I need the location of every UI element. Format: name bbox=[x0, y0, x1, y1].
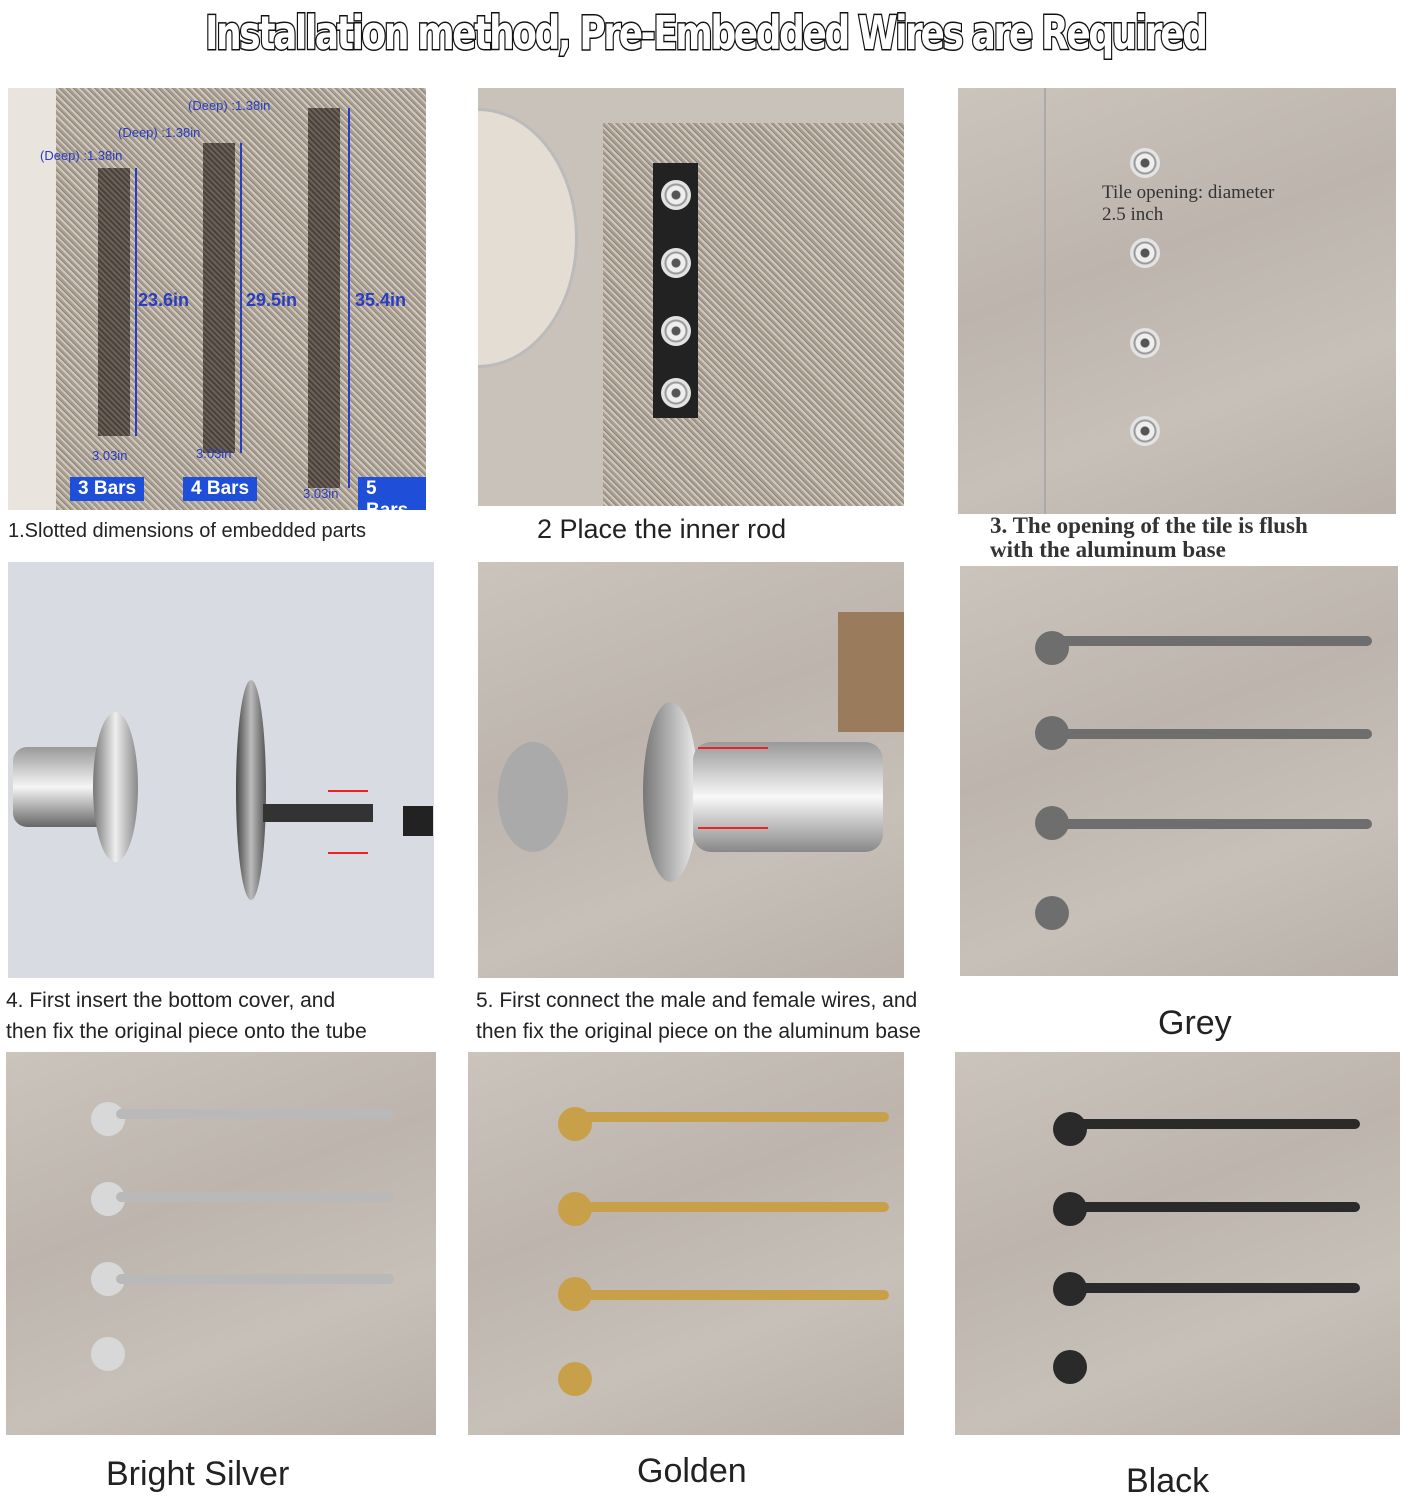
step3-image: Tile opening: diameter 2.5 inch bbox=[958, 88, 1396, 514]
color-label-golden: Golden bbox=[637, 1452, 747, 1490]
step1-image: (Deep) :1.38in (Deep) :1.38in (Deep) :1.… bbox=[8, 88, 426, 510]
step4-caption-line: then fix the original piece onto the tub… bbox=[6, 1020, 367, 1043]
color-label-grey: Grey bbox=[1158, 1004, 1232, 1042]
step5-caption: 5. First connect the male and female wir… bbox=[476, 985, 921, 1047]
step4-image bbox=[8, 562, 434, 978]
width-label: 3.03in bbox=[303, 486, 339, 501]
step4-caption-line: 4. First insert the bottom cover, and bbox=[6, 989, 336, 1012]
badge-5-bars: 5 Bars bbox=[358, 477, 426, 510]
length-label: 29.5in bbox=[246, 290, 298, 310]
step4-caption: 4. First insert the bottom cover, and th… bbox=[6, 985, 367, 1047]
step3-caption-line: with the aluminum base bbox=[990, 537, 1226, 562]
badge-4-bars: 4 Bars bbox=[183, 477, 258, 501]
step5-caption-line: 5. First connect the male and female wir… bbox=[476, 989, 918, 1012]
length-label: 35.4in bbox=[355, 290, 407, 310]
tile-opening-annotation: 2.5 inch bbox=[1102, 204, 1164, 225]
step3-caption: 3. The opening of the tile is flush with… bbox=[990, 514, 1308, 562]
grey-variant-image bbox=[960, 566, 1398, 976]
deep-label: (Deep) :1.38in bbox=[188, 98, 271, 113]
golden-variant-image bbox=[468, 1052, 904, 1435]
width-label: 3.03in bbox=[92, 448, 128, 463]
step5-caption-line: then fix the original piece on the alumi… bbox=[476, 1020, 921, 1043]
deep-label: (Deep) :1.38in bbox=[40, 148, 123, 163]
deep-label: (Deep) :1.38in bbox=[118, 125, 201, 140]
width-label: 3.03in bbox=[196, 446, 232, 461]
black-variant-image bbox=[955, 1052, 1400, 1435]
silver-variant-image bbox=[6, 1052, 436, 1435]
color-label-black: Black bbox=[1126, 1462, 1210, 1500]
page-title: Installation method, Pre-Embedded Wires … bbox=[204, 5, 1209, 62]
color-label-bright-silver: Bright Silver bbox=[106, 1455, 290, 1493]
length-label: 23.6in bbox=[138, 290, 190, 310]
title-banner: Installation method, Pre-Embedded Wires … bbox=[0, 0, 1410, 66]
step5-image bbox=[478, 562, 904, 978]
step2-image bbox=[478, 88, 904, 506]
step3-caption-line: 3. The opening of the tile is flush bbox=[990, 513, 1308, 538]
step1-caption: 1.Slotted dimensions of embedded parts bbox=[8, 520, 366, 542]
badge-3-bars: 3 Bars bbox=[70, 477, 145, 501]
tile-opening-annotation: Tile opening: diameter bbox=[1102, 182, 1275, 203]
step2-caption: 2 Place the inner rod bbox=[537, 514, 787, 544]
